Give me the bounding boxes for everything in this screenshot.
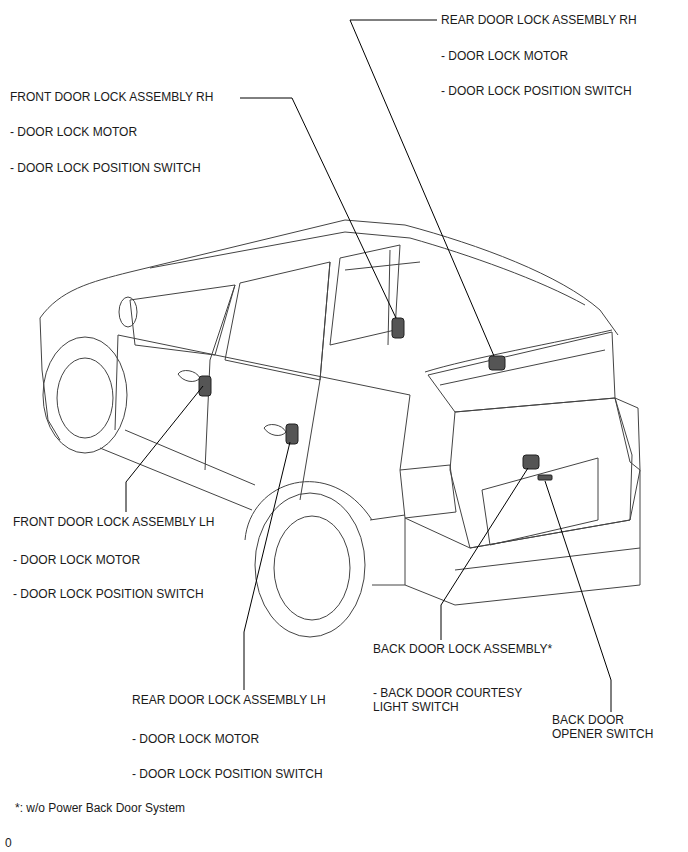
part-label: - DOOR LOCK MOTOR bbox=[10, 125, 137, 139]
part-label: REAR DOOR LOCK ASSEMBLY LH bbox=[132, 693, 326, 707]
part-label: BACK DOOR LOCK ASSEMBLY* bbox=[373, 642, 552, 656]
part-label: - DOOR LOCK MOTOR bbox=[132, 732, 259, 746]
part-label: - DOOR LOCK POSITION SWITCH bbox=[441, 84, 632, 98]
part-label: 0 bbox=[5, 836, 12, 850]
part-label: FRONT DOOR LOCK ASSEMBLY LH bbox=[13, 515, 214, 529]
part-label: - DOOR LOCK MOTOR bbox=[441, 49, 568, 63]
part-label: - BACK DOOR COURTESY LIGHT SWITCH bbox=[373, 686, 541, 714]
part-label: FRONT DOOR LOCK ASSEMBLY RH bbox=[10, 90, 213, 104]
part-label: - DOOR LOCK POSITION SWITCH bbox=[13, 587, 204, 601]
part-label: - DOOR LOCK POSITION SWITCH bbox=[132, 767, 323, 781]
part-label: *: w/o Power Back Door System bbox=[15, 801, 185, 815]
part-label: BACK DOOR OPENER SWITCH bbox=[552, 713, 670, 741]
part-label: - DOOR LOCK POSITION SWITCH bbox=[10, 161, 201, 175]
part-label: REAR DOOR LOCK ASSEMBLY RH bbox=[441, 13, 637, 27]
part-label: - DOOR LOCK MOTOR bbox=[13, 553, 140, 567]
